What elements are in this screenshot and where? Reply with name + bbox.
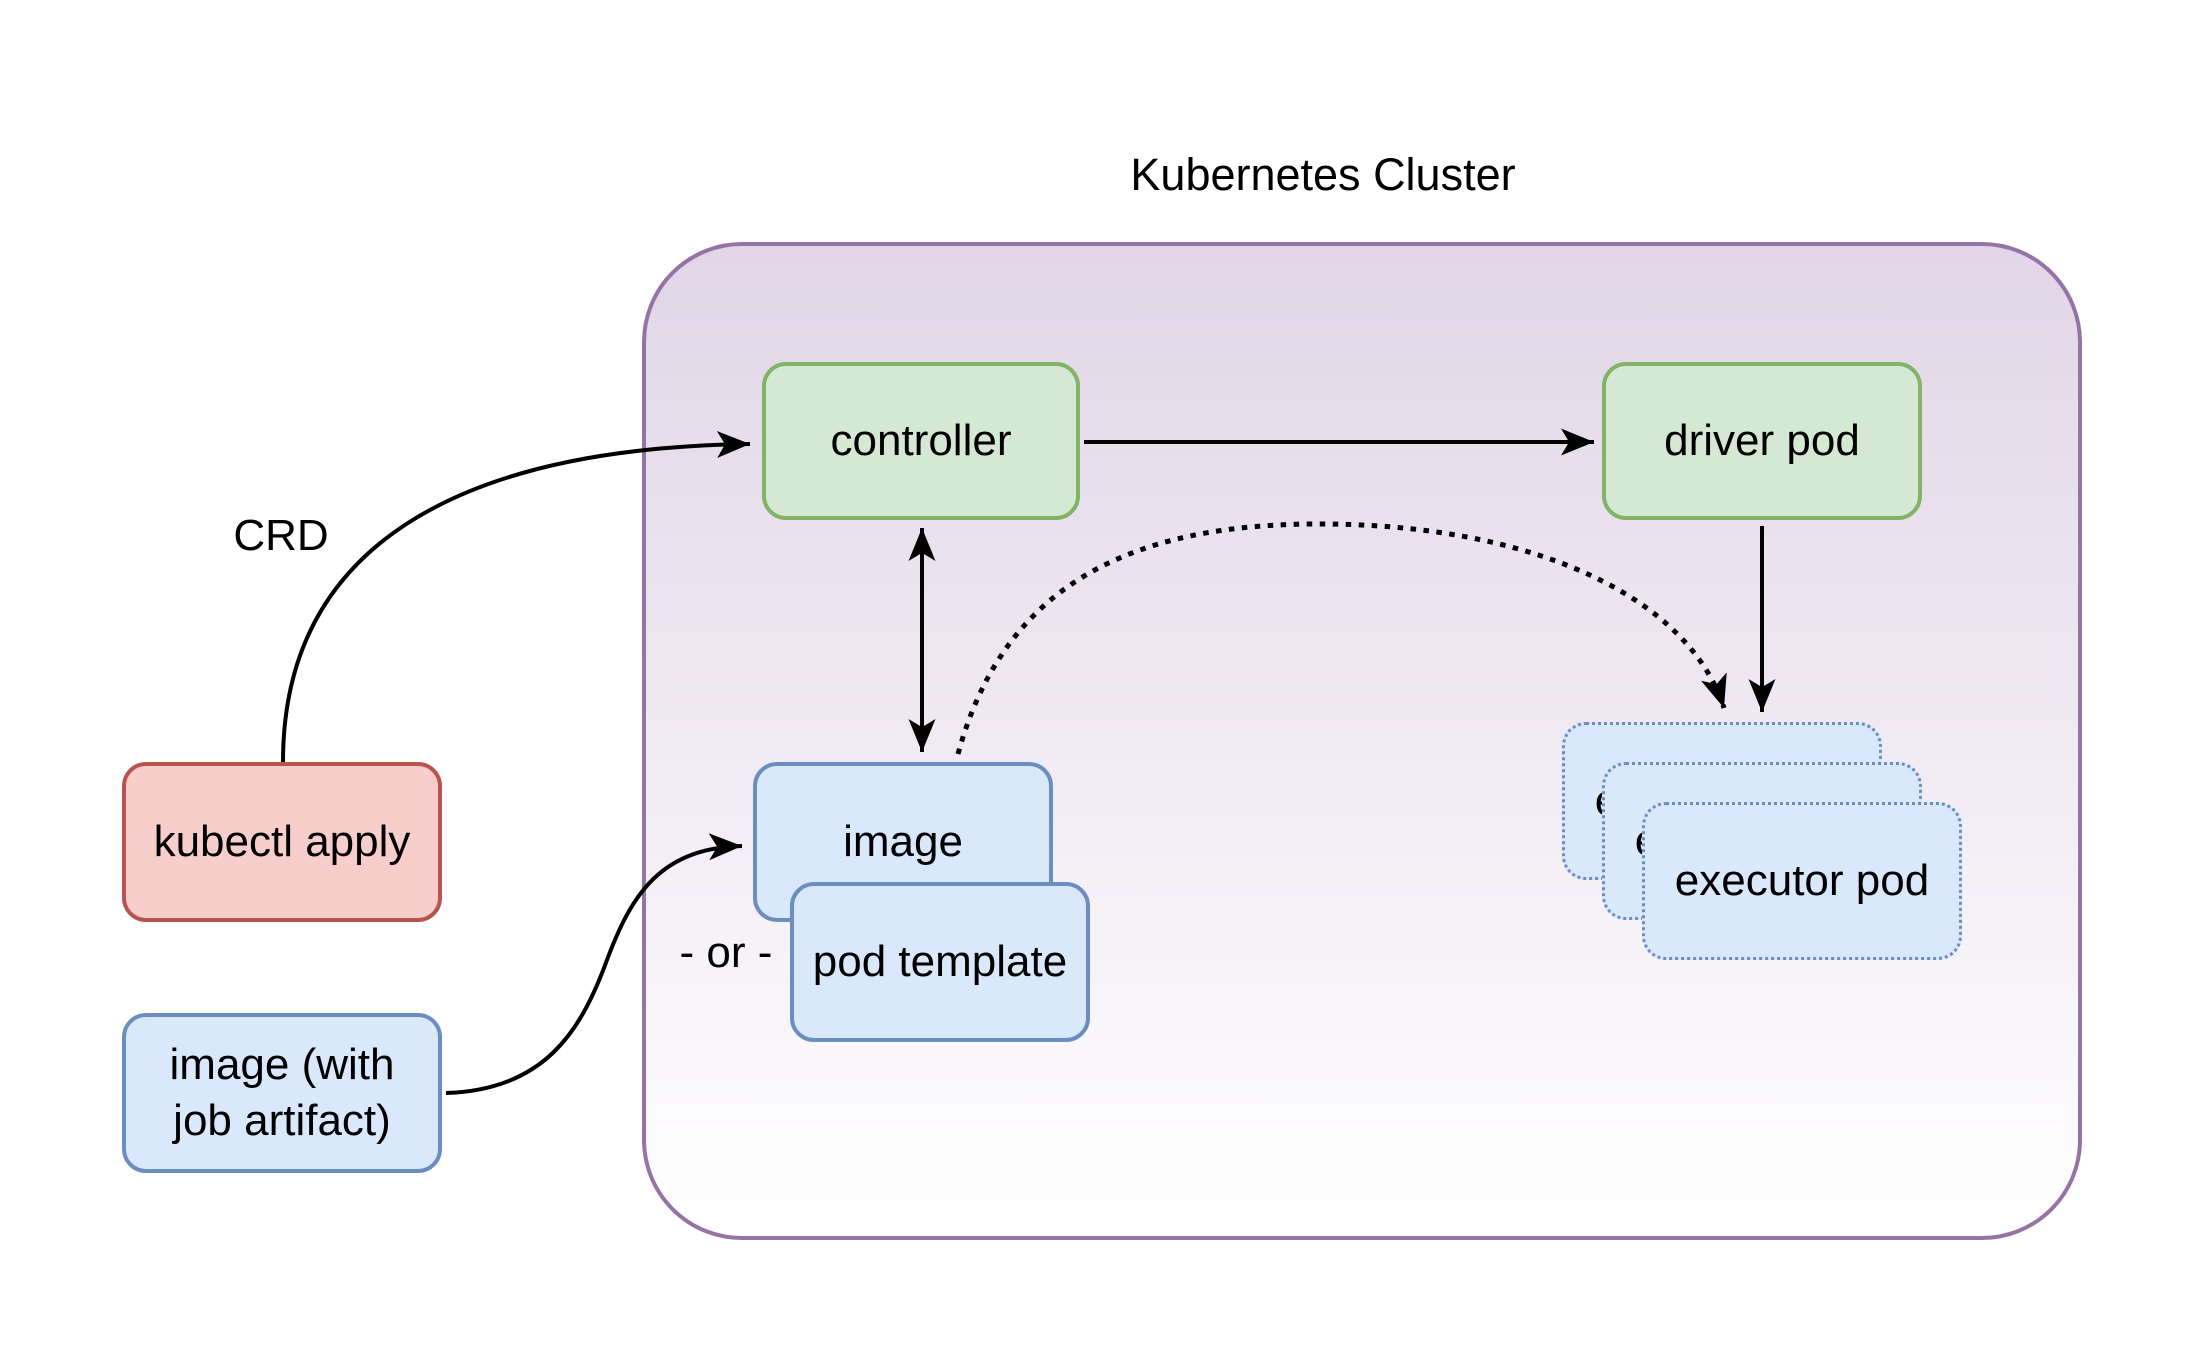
- pod-template-node: pod template: [790, 882, 1090, 1042]
- pod-template-label: pod template: [812, 936, 1068, 986]
- controller-node: controller: [762, 362, 1080, 520]
- image-with-job-artifact-label: image (with job artifact): [169, 1039, 395, 1145]
- diagram-title: Kubernetes Cluster: [1130, 149, 1516, 200]
- crd-edge-label: CRD: [233, 511, 329, 560]
- image-label: image: [843, 816, 963, 866]
- driver-pod-label: driver pod: [1664, 415, 1860, 465]
- controller-label: controller: [830, 415, 1012, 465]
- or-label: - or -: [679, 928, 773, 977]
- driver-pod-node: driver pod: [1602, 362, 1922, 520]
- executor-pod-node-front: executor pod: [1642, 802, 1962, 960]
- kubectl-apply-label: kubectl apply: [153, 816, 411, 866]
- image-with-job-artifact-node: image (with job artifact): [122, 1013, 442, 1173]
- executor-pod-label: executor pod: [1674, 855, 1930, 905]
- kubectl-apply-node: kubectl apply: [122, 762, 442, 922]
